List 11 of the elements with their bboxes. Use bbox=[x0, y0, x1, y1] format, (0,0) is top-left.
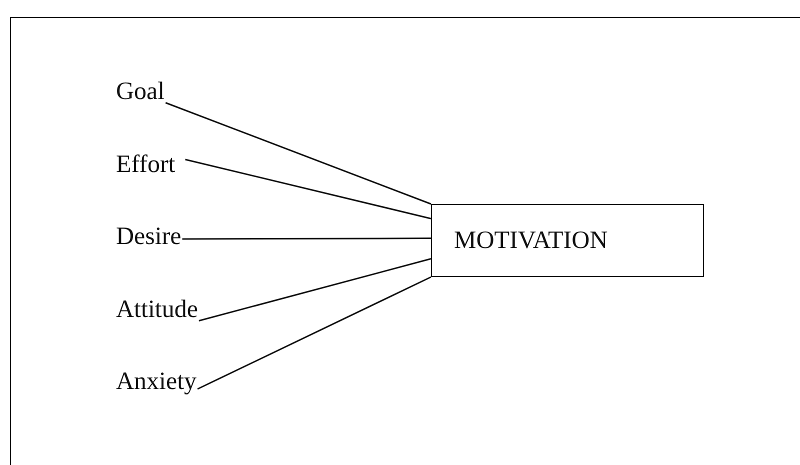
connector-line bbox=[182, 238, 431, 240]
factor-label: Attitude bbox=[116, 297, 198, 322]
connector-line bbox=[165, 102, 432, 205]
connector-line bbox=[198, 258, 432, 322]
factor-label: Desire bbox=[116, 224, 182, 249]
connector-line bbox=[197, 276, 432, 390]
factor-label: Effort bbox=[116, 152, 176, 177]
concept-box: MOTIVATION bbox=[431, 204, 704, 277]
factor-label: Goal bbox=[116, 79, 165, 104]
connector-line bbox=[185, 158, 432, 220]
factor-label: Anxiety bbox=[116, 369, 197, 394]
